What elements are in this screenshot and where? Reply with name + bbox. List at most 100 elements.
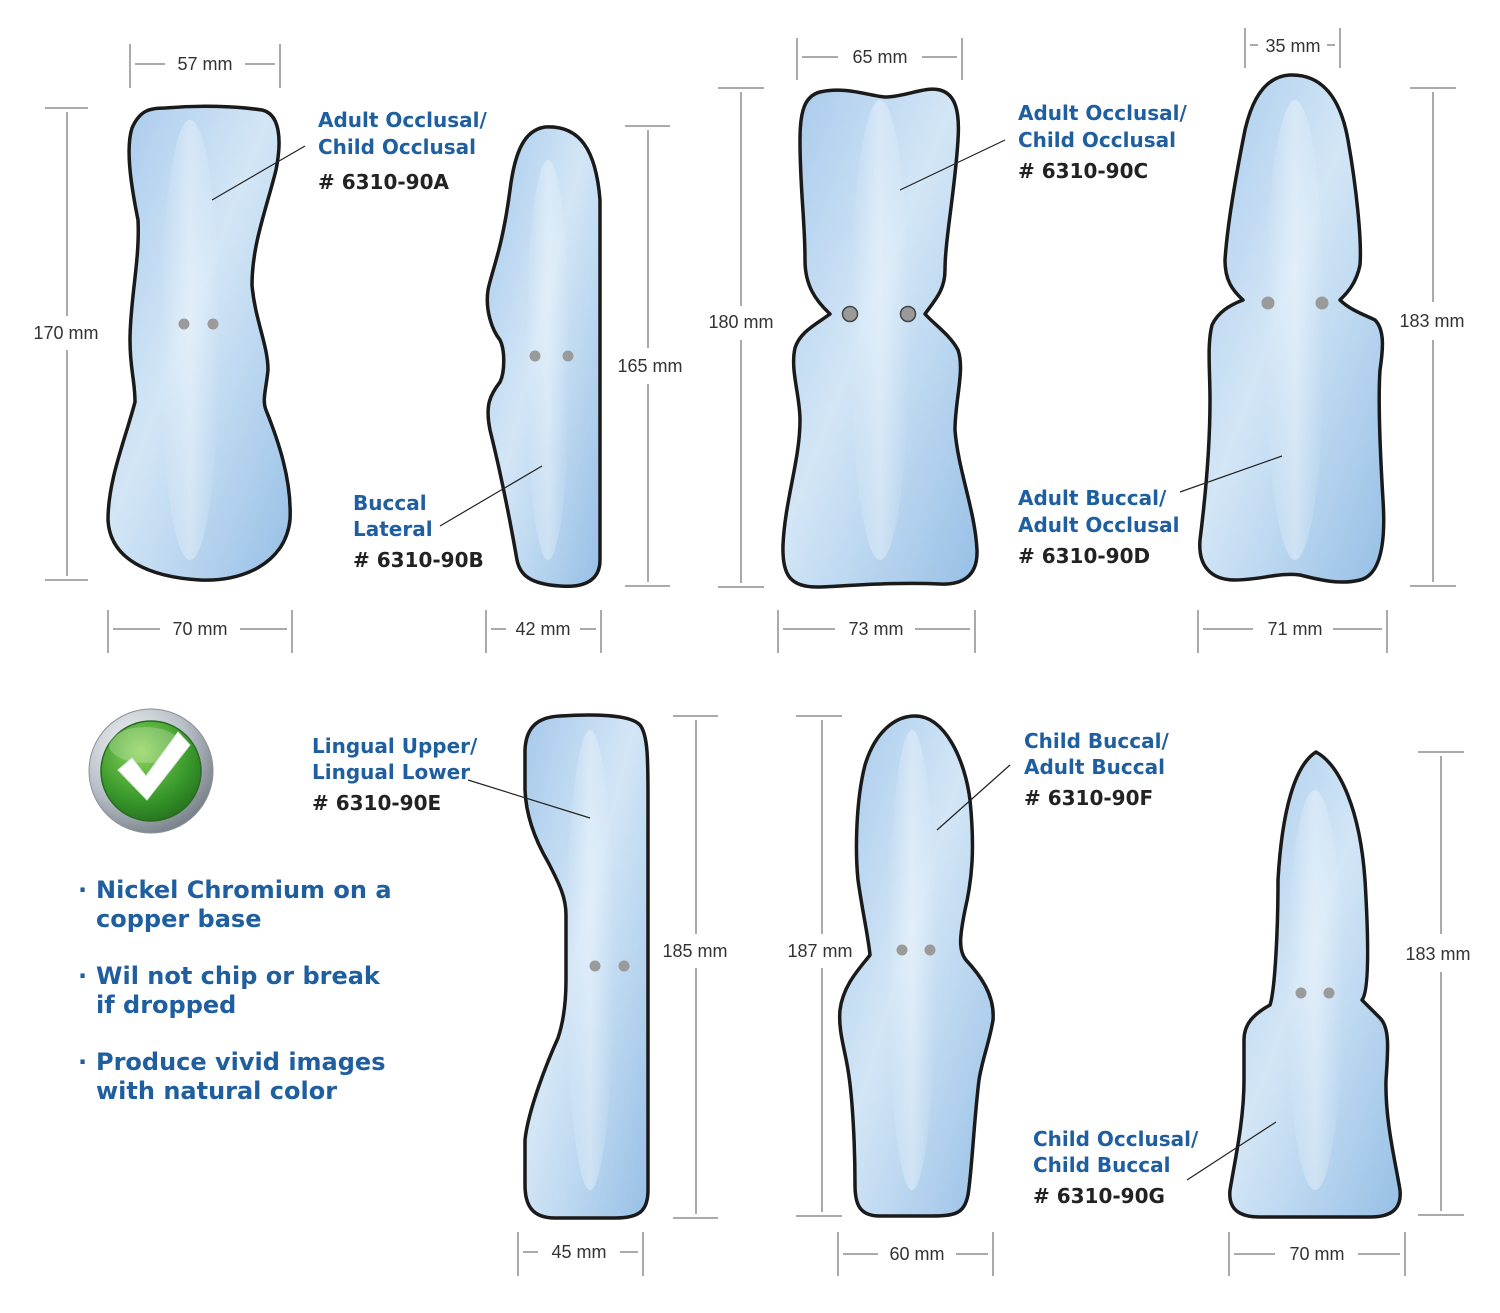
height-text: 183 mm — [1399, 311, 1464, 331]
dimension-height: 180 mm — [708, 87, 774, 588]
height-text: 187 mm — [787, 941, 852, 961]
top-width-text: 65 mm — [852, 47, 907, 67]
height-text: 165 mm — [617, 356, 682, 376]
mirror-b-label-line-2: Lateral — [353, 517, 433, 541]
mirror-g-part-number: # 6310-90G — [1033, 1184, 1165, 1208]
top-width-text: 35 mm — [1265, 36, 1320, 56]
dimension-top-width: 57 mm — [129, 44, 281, 88]
bottom-width-text: 73 mm — [848, 619, 903, 639]
mount-hole — [1323, 987, 1335, 999]
dimension-bottom-width: 45 mm — [517, 1232, 644, 1276]
bottom-width-text: 45 mm — [551, 1242, 606, 1262]
bottom-width-text: 60 mm — [889, 1244, 944, 1264]
feature-line-1: Nickel Chromium on a — [96, 876, 392, 904]
mirror-b-part-number: # 6310-90B — [353, 548, 484, 572]
mirror-c-label-line-2: Child Occlusal — [1018, 128, 1176, 152]
bottom-width-text: 42 mm — [515, 619, 570, 639]
leader-line — [936, 764, 1011, 831]
checkmark-icon — [117, 731, 191, 801]
feature-line-2: if dropped — [96, 991, 236, 1019]
mount-hole — [178, 318, 190, 330]
feature-bullet: · — [78, 1048, 87, 1076]
mirror-f-label-line-2: Adult Buccal — [1024, 755, 1165, 779]
dimension-top-width: 65 mm — [796, 38, 963, 80]
mirror-c-shape — [781, 87, 979, 589]
leader-line — [899, 139, 1006, 191]
feature-line-1: Produce vivid images — [96, 1048, 386, 1076]
height-text: 185 mm — [662, 941, 727, 961]
leader-line — [439, 465, 543, 527]
height-text: 180 mm — [708, 312, 773, 332]
mount-hole — [841, 305, 859, 323]
mirror-e-label-line-2: Lingual Lower — [312, 760, 470, 784]
mirror-g: 183 mm 70 mm Child Occlusal/ Child Bucca… — [1033, 750, 1471, 1276]
dimension-height: 183 mm — [1399, 87, 1465, 587]
mount-hole — [618, 960, 630, 972]
feature-line-2: copper base — [96, 905, 261, 933]
mirror-c-part-number: # 6310-90C — [1018, 159, 1148, 183]
bottom-width-text: 70 mm — [1289, 1244, 1344, 1264]
dimension-bottom-width: 42 mm — [485, 610, 602, 653]
height-text: 183 mm — [1405, 944, 1470, 964]
feature-list: · Nickel Chromium on a copper base · Wil… — [78, 876, 392, 1105]
mirror-d-label-line-2: Adult Occlusal — [1018, 513, 1179, 537]
feature-item: · Wil not chip or break if dropped — [78, 962, 381, 1019]
mirror-a-part-number: # 6310-90A — [318, 170, 450, 194]
dimension-bottom-width: 70 mm — [1228, 1232, 1406, 1276]
mirror-b-shape — [485, 125, 602, 589]
mirror-g-label-line-1: Child Occlusal/ — [1033, 1127, 1199, 1151]
mirror-b-label-line-1: Buccal — [353, 491, 427, 515]
dimension-height: 185 mm — [662, 715, 728, 1219]
feature-item: · Produce vivid images with natural colo… — [78, 1048, 386, 1105]
feature-bullet: · — [78, 876, 87, 904]
dimension-bottom-width: 71 mm — [1197, 610, 1388, 653]
dimension-height: 183 mm — [1405, 751, 1471, 1216]
mount-hole — [589, 960, 601, 972]
mount-hole — [1261, 296, 1275, 310]
mirror-a-label-line-1: Adult Occlusal/ — [318, 108, 487, 132]
mirror-e: 185 mm 45 mm Lingual Upper/ Lingual Lowe… — [312, 713, 728, 1276]
mirror-a-label-line-2: Child Occlusal — [318, 135, 476, 159]
feature-item: · Nickel Chromium on a copper base — [78, 876, 392, 933]
dimension-height: 187 mm — [787, 715, 853, 1217]
mirror-g-label-line-2: Child Buccal — [1033, 1153, 1170, 1177]
dimension-bottom-width: 60 mm — [837, 1232, 994, 1276]
mirror-b: 165 mm 42 mm Buccal Lateral # 6310-90B — [353, 125, 683, 653]
feature-line-2: with natural color — [96, 1077, 337, 1105]
mirror-d-shape — [1198, 73, 1386, 584]
mount-hole — [1315, 296, 1329, 310]
dimension-top-width: 35 mm — [1244, 28, 1341, 68]
mount-hole — [207, 318, 219, 330]
mount-hole — [899, 305, 917, 323]
mirror-f-part-number: # 6310-90F — [1024, 786, 1153, 810]
mirror-e-shape — [523, 713, 650, 1220]
mirror-c-label-line-1: Adult Occlusal/ — [1018, 101, 1187, 125]
mirror-f-label-line-1: Child Buccal/ — [1024, 729, 1169, 753]
dimension-bottom-width: 70 mm — [107, 610, 293, 653]
top-width-text: 57 mm — [177, 54, 232, 74]
mirror-e-label-line-1: Lingual Upper/ — [312, 734, 478, 758]
mirror-f-shape — [837, 714, 995, 1218]
height-text: 170 mm — [33, 323, 98, 343]
mirror-d-part-number: # 6310-90D — [1018, 544, 1150, 568]
mirror-a-shape — [106, 104, 292, 582]
feature-line-1: Wil not chip or break — [96, 962, 381, 990]
mount-hole — [529, 350, 541, 362]
mount-hole — [562, 350, 574, 362]
leader-line — [1179, 455, 1283, 493]
mount-hole — [924, 944, 936, 956]
mount-hole — [896, 944, 908, 956]
leader-line — [211, 145, 306, 201]
bottom-width-text: 70 mm — [172, 619, 227, 639]
leader-line — [467, 779, 591, 819]
mirror-e-part-number: # 6310-90E — [312, 791, 441, 815]
leader-line — [1186, 1121, 1277, 1181]
mirror-d-label-line-1: Adult Buccal/ — [1018, 486, 1167, 510]
dimension-height: 170 mm — [33, 107, 99, 581]
feature-bullet: · — [78, 962, 87, 990]
check-badge — [88, 708, 214, 834]
dimension-height: 165 mm — [617, 125, 683, 587]
mount-hole — [1295, 987, 1307, 999]
bottom-width-text: 71 mm — [1267, 619, 1322, 639]
